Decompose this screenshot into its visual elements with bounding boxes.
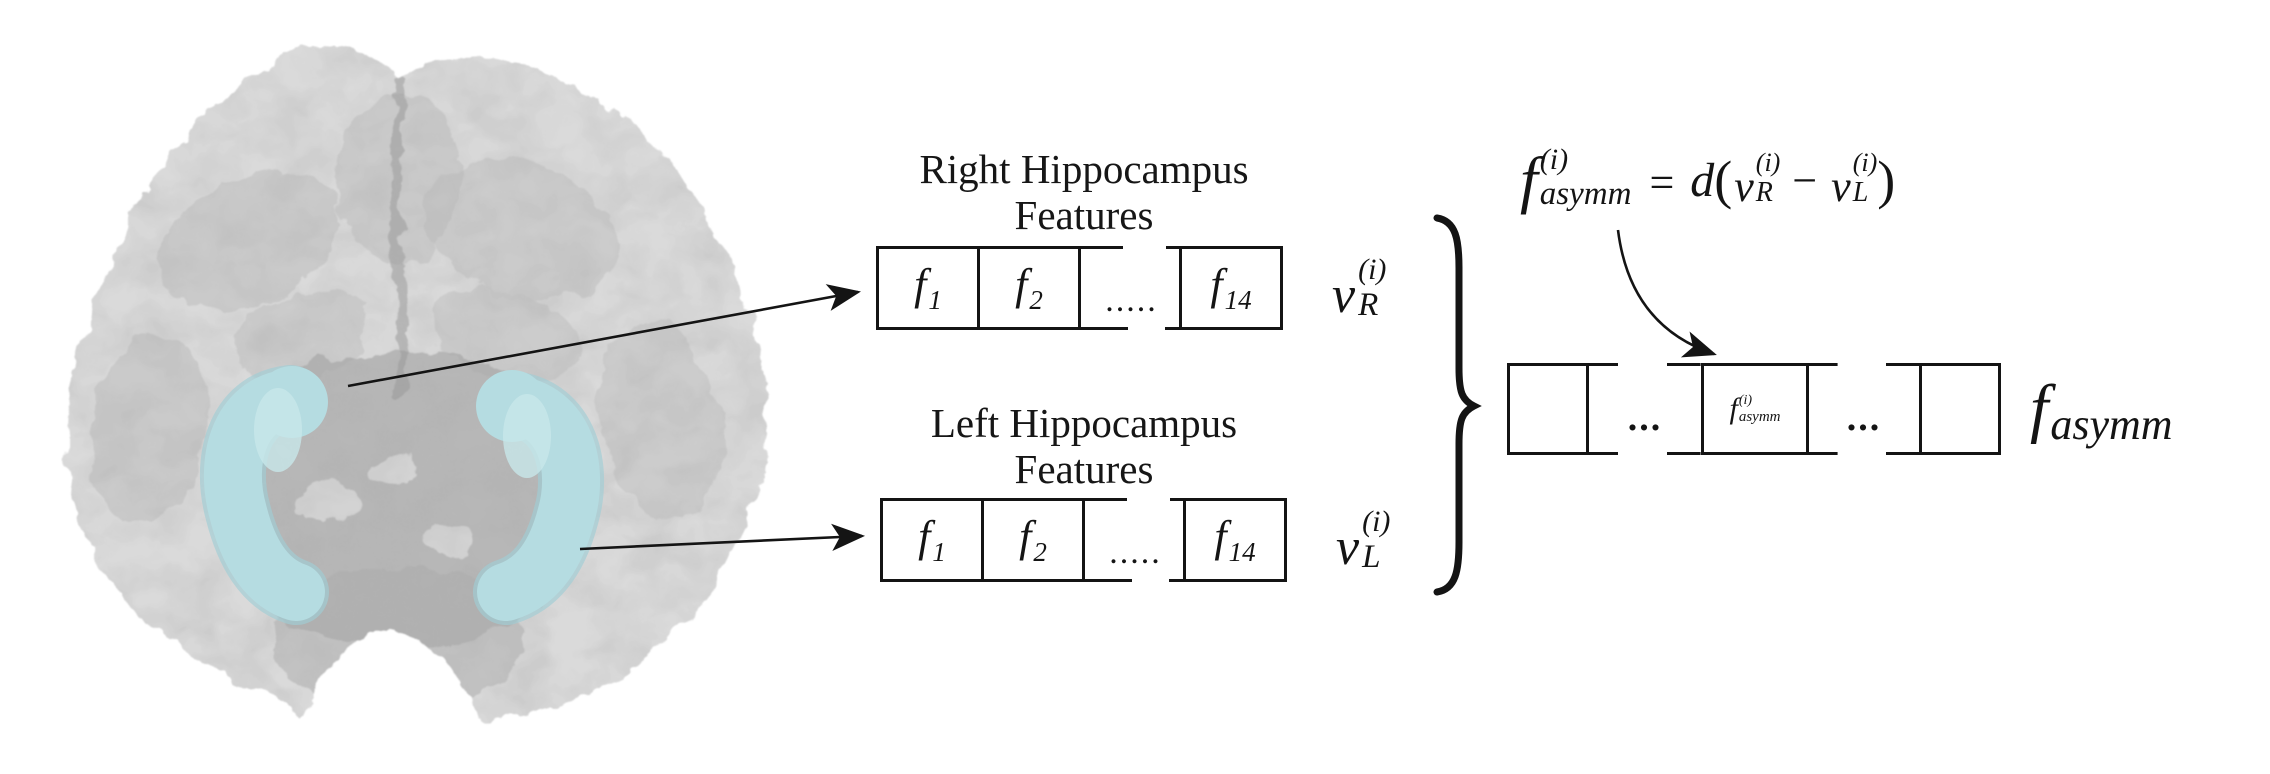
left-feature-vector: f1 f2 ..... f14 [880,498,1287,582]
right-cell-f1: f1 [876,246,980,330]
distance-function: d [1690,153,1715,207]
arrow-left-hippocampus-to-vector [579,523,866,552]
asymmetry-formula: f (i) asymm = d ( v (i) R − v (i) L ) [1520,143,1896,215]
left-vector-label: v (i) L [1336,504,1391,576]
left-features-title-line1: Left Hippocampus [930,400,1238,446]
formula-f: f [1520,144,1538,215]
brain-render [65,44,767,770]
right-features-title: Right Hippocampus Features [876,146,1292,238]
right-cell-f14: f14 [1179,246,1283,330]
left-cell-f1: f1 [880,498,984,582]
asymmetry-vector-label: f asymm [2030,372,2173,449]
asym-cell-ellipsis-right: ... [1809,363,1919,455]
right-features-title-line1: Right Hippocampus [919,146,1249,192]
grouping-brace [1433,214,1482,596]
cortex-texture [65,44,767,729]
asym-cell-ellipsis-left: ... [1589,363,1701,455]
asymmetry-vector: ... f (i) asymm ... [1507,363,2001,455]
asym-cell-fasymm: f (i) asymm [1701,363,1809,455]
right-hippocampus-shape [199,365,329,625]
minus-sign: − [1792,155,1818,205]
asym-cell-1 [1507,363,1589,455]
right-features-title-line2: Features [1014,192,1154,238]
right-cell-ellipsis: ..... [1078,246,1182,330]
bottom-notch [292,632,486,770]
left-cell-ellipsis: ..... [1082,498,1186,582]
left-cell-f2: f2 [981,498,1085,582]
right-feature-vector: f1 f2 ..... f14 [876,246,1283,330]
right-cell-f2: f2 [977,246,1081,330]
left-cell-f14: f14 [1183,498,1287,582]
arrow-right-hippocampus-to-vector [347,284,861,388]
right-vector-label: v (i) R [1332,252,1387,324]
equals-sign: = [1649,157,1675,207]
left-features-title: Left Hippocampus Features [876,400,1292,492]
formula-pointer-arrow [1616,229,1717,358]
asym-cell-5 [1919,363,2001,455]
left-features-title-line2: Features [1014,446,1154,492]
left-hippocampus-shape [473,370,605,625]
